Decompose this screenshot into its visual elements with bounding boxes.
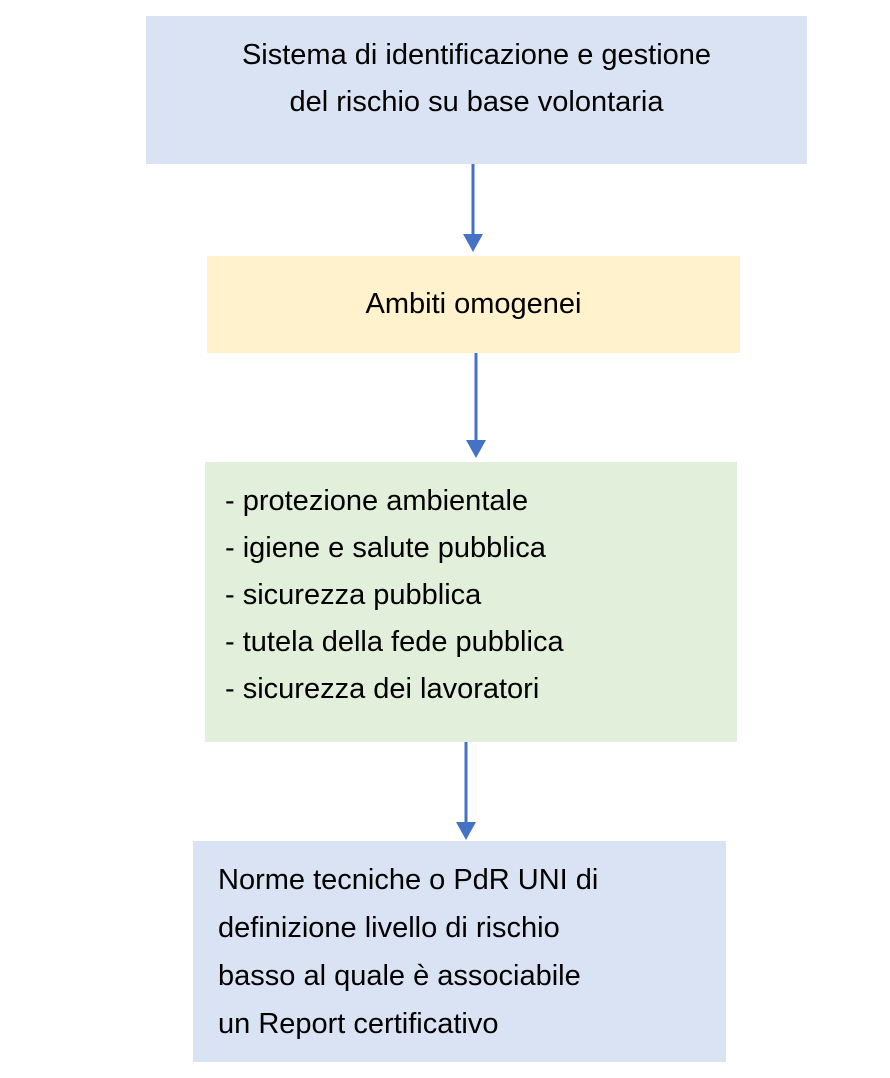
down-arrow-icon: [456, 742, 476, 840]
list-item: - igiene e salute pubblica: [225, 532, 546, 564]
down-arrow-icon: [463, 164, 483, 252]
box-norme-tecniche: Norme tecniche o PdR UNI di definizione …: [193, 841, 726, 1062]
box-sistema-identificazione: Sistema di identificazione e gestione de…: [146, 16, 807, 164]
list-item: - protezione ambientale: [225, 485, 529, 517]
box-norme-line-4: un Report certificativo: [218, 1008, 499, 1040]
list-item: - sicurezza dei lavoratori: [225, 673, 540, 705]
list-item: - sicurezza pubblica: [225, 579, 482, 611]
box-elenco-ambiti: - protezione ambientale - igiene e salut…: [205, 462, 737, 742]
box-norme-line-3: basso al quale è associabile: [218, 960, 581, 992]
box-ambiti-label: Ambiti omogenei: [365, 288, 582, 320]
box-norme-line-1: Norme tecniche o PdR UNI di: [218, 864, 599, 896]
list-item: - tutela della fede pubblica: [225, 626, 564, 658]
down-arrow-icon: [466, 353, 486, 458]
box-ambiti-omogenei: Ambiti omogenei: [207, 256, 740, 353]
box-norme-line-2: definizione livello di rischio: [218, 912, 560, 944]
box-sistema-line-2: del rischio su base volontaria: [289, 86, 664, 118]
box-sistema-line-1: Sistema di identificazione e gestione: [241, 39, 712, 71]
